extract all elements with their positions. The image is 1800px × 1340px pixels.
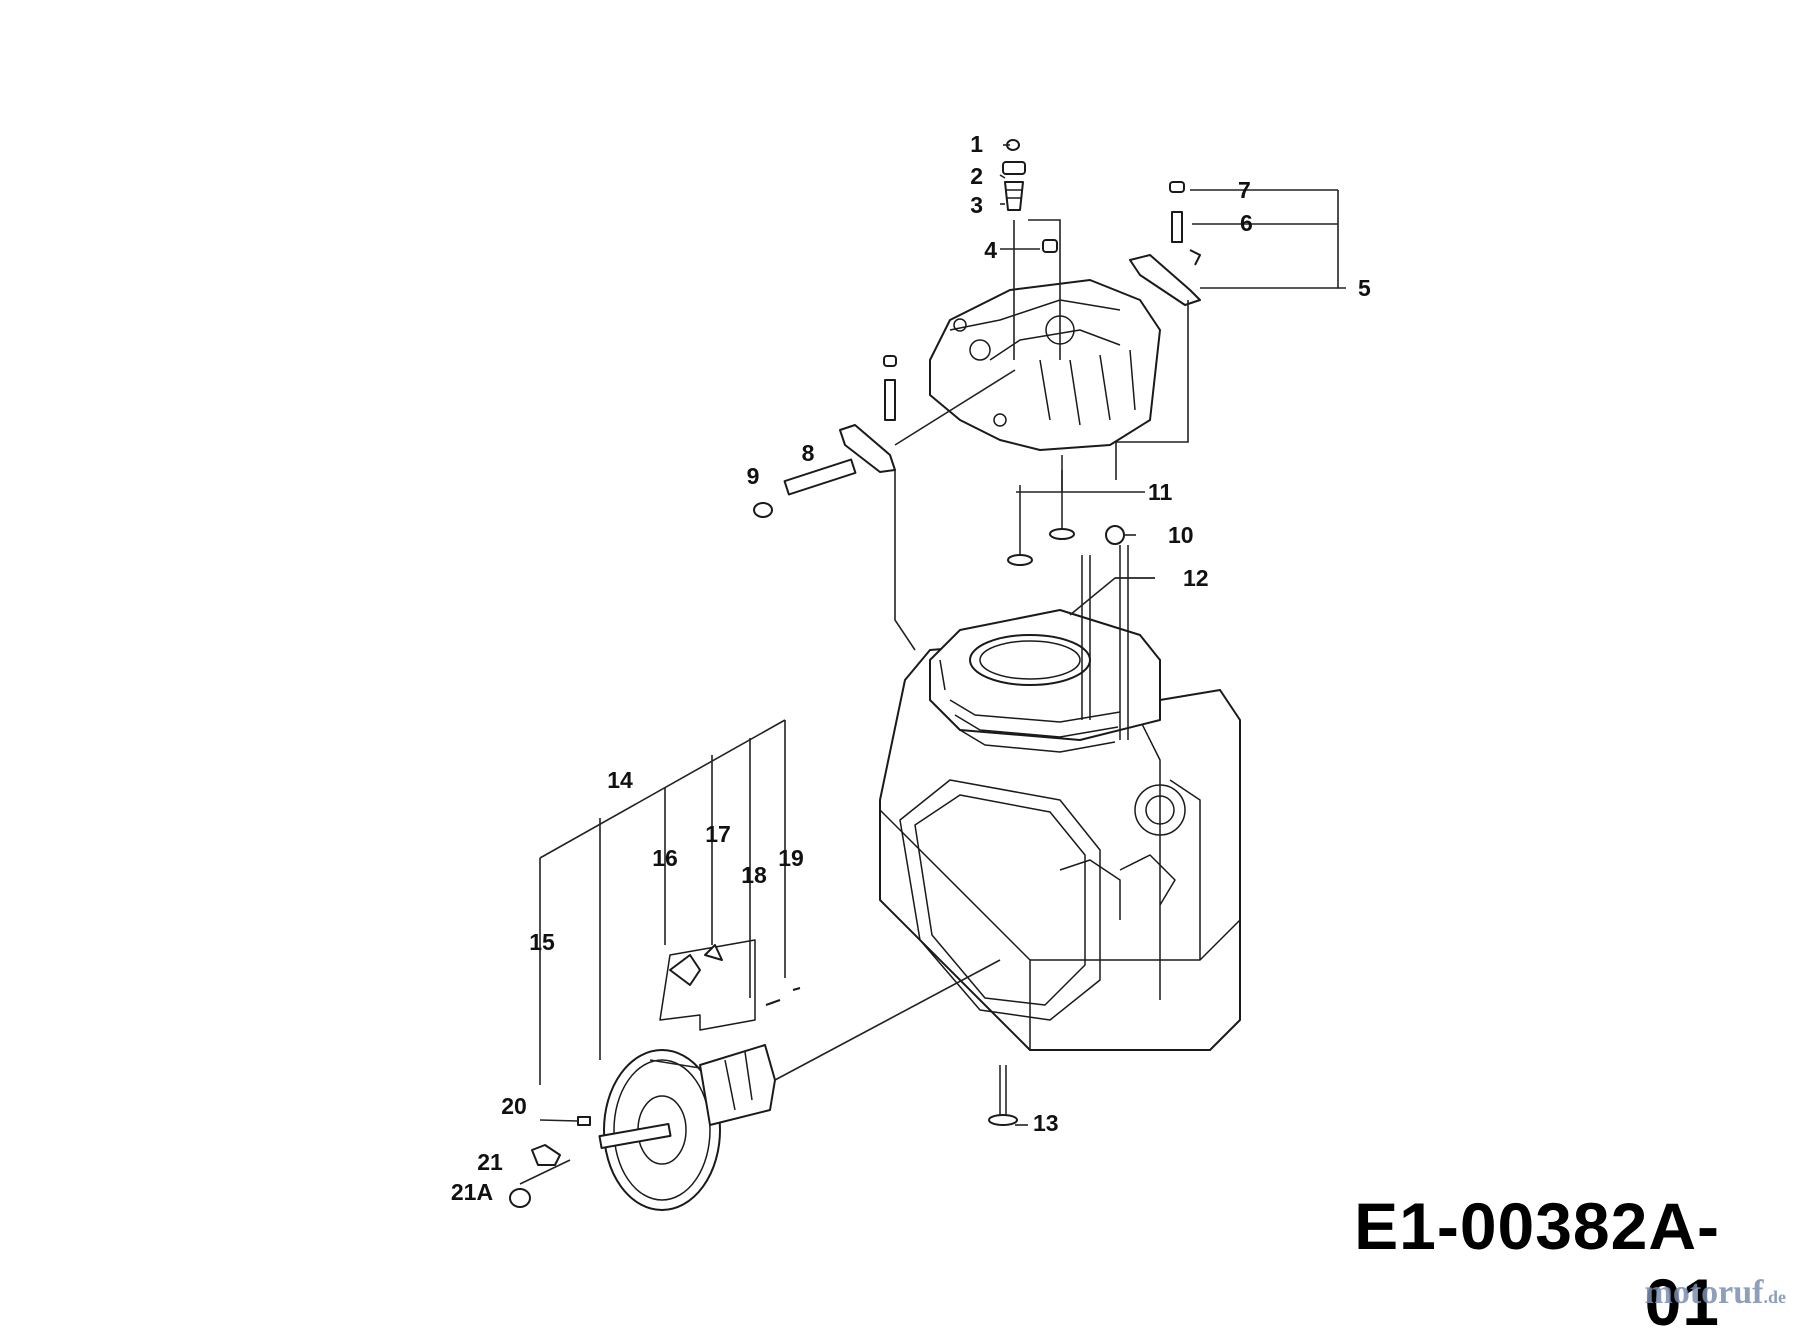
callout-5: 5 [1358,275,1371,301]
callout-21: 21 [477,1149,503,1175]
callout-7: 7 [1238,177,1251,203]
callout-9: 9 [747,463,760,489]
callout-6: 6 [1240,210,1253,236]
callout-20: 20 [501,1093,527,1119]
cam-governor-parts [509,939,801,1208]
rocker-right [1129,181,1201,306]
watermark-logo: motoruf.de [1645,1274,1786,1312]
callout-4: 4 [984,237,997,263]
valve-cap [1042,239,1058,253]
diagram-reference-code: E1-00382A-01 [1354,1189,1720,1339]
camshaft-gear [598,1044,776,1211]
callout-11: 11 [1148,479,1173,505]
spark-plug-group [1002,139,1026,211]
callout-15: 15 [529,929,555,955]
callout-14: 14 [607,767,633,793]
cylinder-barrel [929,609,1161,753]
callout-19: 19 [778,845,804,871]
rocker-left [753,355,897,518]
cylinder-head [929,279,1161,451]
callout-1: 1 [970,131,983,157]
crankcase-block [879,639,1241,1051]
valves-and-pushrods [1007,455,1129,740]
callout-17: 17 [705,821,731,847]
head-bolt-13 [988,1065,1018,1126]
callout-labels: 1 2 3 4 5 6 7 8 9 10 11 12 13 14 15 16 1… [451,131,1371,1205]
watermark-name: motoruf [1644,1274,1764,1311]
callout-18: 18 [741,862,767,888]
callout-3: 3 [970,192,983,218]
callout-13: 13 [1033,1110,1059,1136]
callout-12: 12 [1183,565,1209,591]
callout-21a: 21A [451,1179,493,1205]
callout-8: 8 [802,440,815,466]
watermark-tld: .de [1763,1287,1787,1307]
callout-10: 10 [1168,522,1194,548]
callout-16: 16 [652,845,678,871]
callout-2: 2 [970,163,983,189]
leader-lines [519,144,1346,1185]
